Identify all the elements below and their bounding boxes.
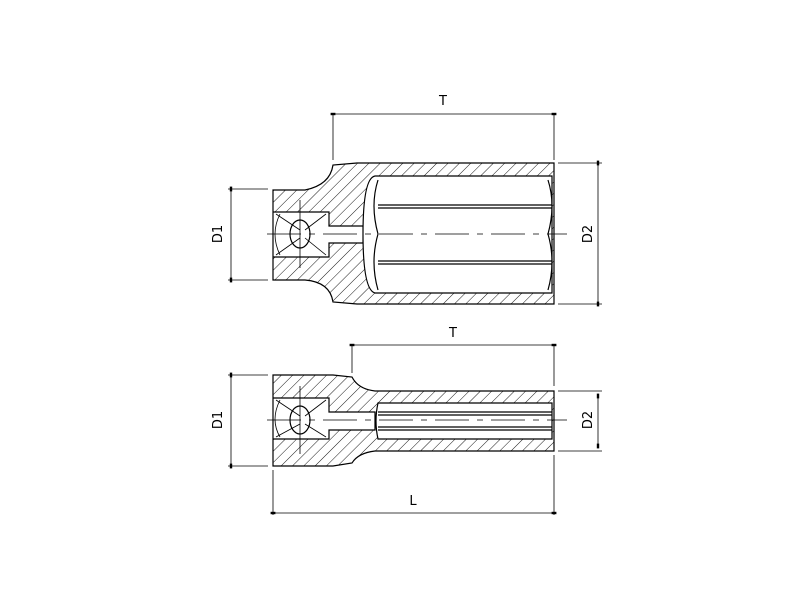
bottom-dimension-t-label: T: [448, 326, 457, 341]
top-dimension-d2-label: D2: [581, 225, 596, 243]
bottom-dimension-l: L: [270, 455, 557, 515]
bottom-dimension-d1: D1: [211, 372, 268, 469]
top-dimension-t-label: T: [438, 94, 447, 109]
bottom-dimension-t: T: [349, 326, 557, 386]
top-socket-view: T D1 D2: [211, 94, 602, 307]
bottom-dimension-d1-label: D1: [211, 411, 226, 429]
bottom-dimension-l-label: L: [409, 494, 417, 509]
top-dimension-d1: D1: [211, 186, 268, 283]
bottom-bore-flutes: [378, 411, 552, 431]
top-socket-section: [272, 162, 555, 305]
top-bore-flutes: [373, 179, 553, 291]
bottom-socket-view: T D1 D2 L: [211, 326, 602, 515]
top-dimension-d1-label: D1: [211, 225, 226, 243]
top-dimension-t: T: [330, 94, 557, 160]
bottom-dimension-d2-label: D2: [581, 411, 596, 429]
bottom-dimension-d2: D2: [558, 390, 602, 452]
top-dimension-d2: D2: [558, 160, 602, 307]
bottom-socket-section: [272, 374, 555, 467]
